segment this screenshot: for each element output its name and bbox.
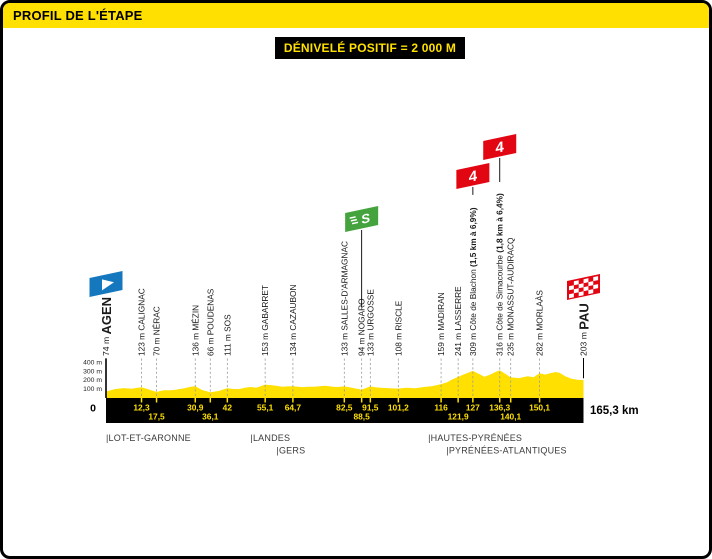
elevation-gain-label: DÉNIVELÉ POSITIF = 2 000 M	[283, 41, 457, 55]
km-tick-label: 140,1	[500, 412, 521, 422]
km-tick-label: 30,9	[187, 403, 204, 413]
bar-km-tick	[343, 398, 346, 403]
y-axis-tick-label: 400 m	[83, 360, 102, 367]
waypoint-label: 123 m CALIGNAC	[137, 288, 147, 356]
elevation-profile-layer	[106, 370, 584, 398]
bar-km-tick	[194, 398, 197, 403]
bar-km-tick	[264, 398, 266, 403]
waypoint-labels-layer: 74 m AGEN 123 m CALIGNAC 70 m NÉRAC 136 m M…	[99, 193, 592, 356]
bar-km-tick	[498, 398, 501, 403]
svg-text:S: S	[361, 210, 370, 227]
waypoint-label: 136 m MÉZIN	[190, 305, 200, 356]
bar-km-tick	[472, 398, 474, 403]
department-label: |LANDES	[250, 433, 290, 443]
start-flag-icon	[89, 270, 123, 298]
waypoint-label: 309 m Côte de Blachon (1,5 km à 6,9%)	[468, 207, 478, 356]
stage-profile-chart: 74 m AGEN 123 m CALIGNAC 70 m NÉRAC 136 m M…	[83, 133, 639, 456]
bar-km-tick	[440, 398, 442, 403]
km-tick-label: 116	[434, 403, 448, 413]
waypoint-label: 159 m MADIRAN	[436, 292, 446, 356]
finish-flag-icon	[567, 273, 600, 301]
departments-layer: |LOT-ET-GARONNE |LANDES |GERS |HAUTES-PYRÉN…	[106, 433, 566, 456]
play-triangle-icon	[102, 279, 114, 291]
km-tick-label: 17,5	[148, 412, 165, 422]
department-label: |LOT-ET-GARONNE	[106, 433, 191, 443]
svg-text:4: 4	[469, 167, 478, 186]
km-tick-label: 91,5	[362, 403, 379, 413]
km-tick-label: 150,1	[529, 403, 550, 413]
page-title: PROFIL DE L'ÉTAPE	[13, 8, 143, 23]
y-axis-tick-label: 300 m	[83, 368, 102, 375]
waypoint-label: 66 m POUDENAS	[205, 288, 215, 356]
waypoint-label: 133 m SALLES-D'ARMAGNAC	[339, 241, 349, 356]
km-tick-label: 12,3	[133, 403, 150, 413]
total-distance-label: 165,3 km	[590, 405, 639, 417]
bar-km-tick	[360, 398, 363, 403]
flags-layer: S 44	[89, 133, 600, 307]
department-label: |GERS	[276, 446, 305, 456]
profile-area	[106, 370, 584, 398]
department-label: |HAUTES-PYRÉNÉES	[428, 433, 522, 443]
svg-text:4: 4	[496, 138, 505, 157]
bar-km-tick	[509, 398, 512, 403]
bar-km-tick	[140, 398, 143, 403]
waypoint-label: 134 m CAZAUBON	[288, 285, 298, 356]
y-axis-tick-label: 200 m	[83, 377, 102, 384]
bar-km-tick	[369, 398, 372, 403]
bar-km-tick	[457, 398, 459, 403]
bar-km-tick	[155, 398, 158, 403]
department-label: |PYRÉNÉES-ATLANTIQUES	[446, 446, 566, 456]
title-bar: PROFIL DE L'ÉTAPE	[3, 3, 709, 28]
waypoint-label: 108 m RISCLE	[393, 300, 403, 356]
sprint-flag-icon: S	[345, 205, 379, 233]
waypoint-label: 70 m NÉRAC	[152, 306, 162, 356]
waypoint-label: 241 m LASSERRE	[453, 286, 463, 356]
km-tick-label: 127	[466, 403, 480, 413]
km-tick-label: 42	[223, 403, 233, 413]
distance-bar-layer: 0 12,317,5 30,936,1 42 55,1 64,7 82,588,591,5 1…	[90, 398, 639, 423]
waypoint-label: 282 m MORLAÀS	[535, 290, 545, 356]
elevation-gain-badge: DÉNIVELÉ POSITIF = 2 000 M	[275, 37, 465, 59]
waypoint-label: 316 m Côte de Simacourbe (1,8 km à 6,4%)	[495, 193, 505, 356]
km-tick-label: 36,1	[202, 412, 219, 422]
waypoint-label: 235 m MONASSUT-AUDIRACQ	[506, 237, 516, 356]
km-tick-label: 101,2	[388, 403, 409, 413]
bar-km-tick	[292, 398, 294, 403]
bar-km-tick	[209, 398, 212, 403]
km-tick-label: 136,3	[489, 403, 510, 413]
km-tick-label: 82,5	[336, 403, 353, 413]
waypoint-label: 94 m NOGARO	[357, 298, 367, 356]
km-tick-label: 64,7	[285, 403, 302, 413]
waypoint-label: 133 m URGOSSE	[365, 289, 375, 356]
waypoint-label: 111 m SOS	[222, 314, 232, 356]
km-tick-label: 121,9	[448, 412, 469, 422]
category-4-flag-icon: 4	[483, 133, 517, 161]
bar-km-tick	[226, 398, 229, 403]
start-km-label: 0	[90, 403, 96, 415]
waypoint-label: 74 m AGEN	[99, 297, 114, 356]
y-axis-tick-label: 100 m	[83, 386, 102, 393]
waypoint-label: 153 m GABARRET	[260, 285, 270, 356]
bar-km-tick	[538, 398, 541, 403]
bar-km-tick	[397, 398, 400, 403]
category-4-flag-icon: 4	[456, 162, 490, 190]
km-tick-label: 55,1	[257, 403, 274, 413]
waypoint-label: 203 m PAU	[576, 303, 591, 356]
km-tick-label: 88,5	[353, 412, 370, 422]
